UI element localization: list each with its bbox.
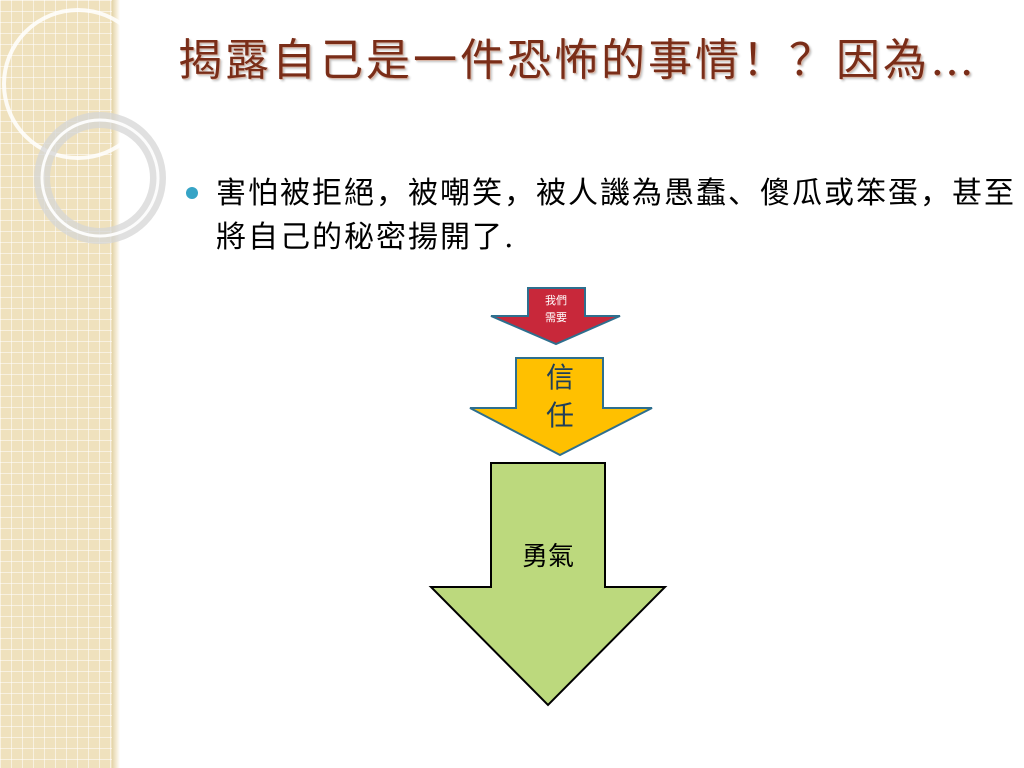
arrow-need-shape	[490, 287, 621, 346]
arrow-courage-label: 勇氣	[522, 542, 574, 572]
side-band-edge	[112, 0, 120, 768]
arrow-need-label-line2: 需要	[545, 311, 567, 324]
bullet-item: 害怕被拒絕，被嘲笑，被人譏為愚蠢、傻瓜或笨蛋，甚至將自己的秘密揚開了.	[186, 172, 1024, 260]
bullet-text: 害怕被拒絕，被嘲笑，被人譏為愚蠢、傻瓜或笨蛋，甚至將自己的秘密揚開了.	[216, 176, 1016, 255]
decorative-ring-medium-highlight	[40, 118, 160, 238]
arrow-need-label-line1: 我們	[545, 294, 567, 307]
bullet-marker	[186, 187, 198, 199]
arrow-trust-shape	[469, 357, 653, 457]
decorative-ring-large	[2, 8, 154, 160]
slide-title: 揭露自己是一件恐怖的事情！？因為…	[178, 35, 977, 86]
arrow-courage-shape	[428, 462, 668, 707]
decorative-rings	[2, 8, 166, 244]
arrow-trust-label-line2: 任	[546, 399, 574, 432]
arrow-trust-label-line1: 信	[546, 361, 574, 394]
